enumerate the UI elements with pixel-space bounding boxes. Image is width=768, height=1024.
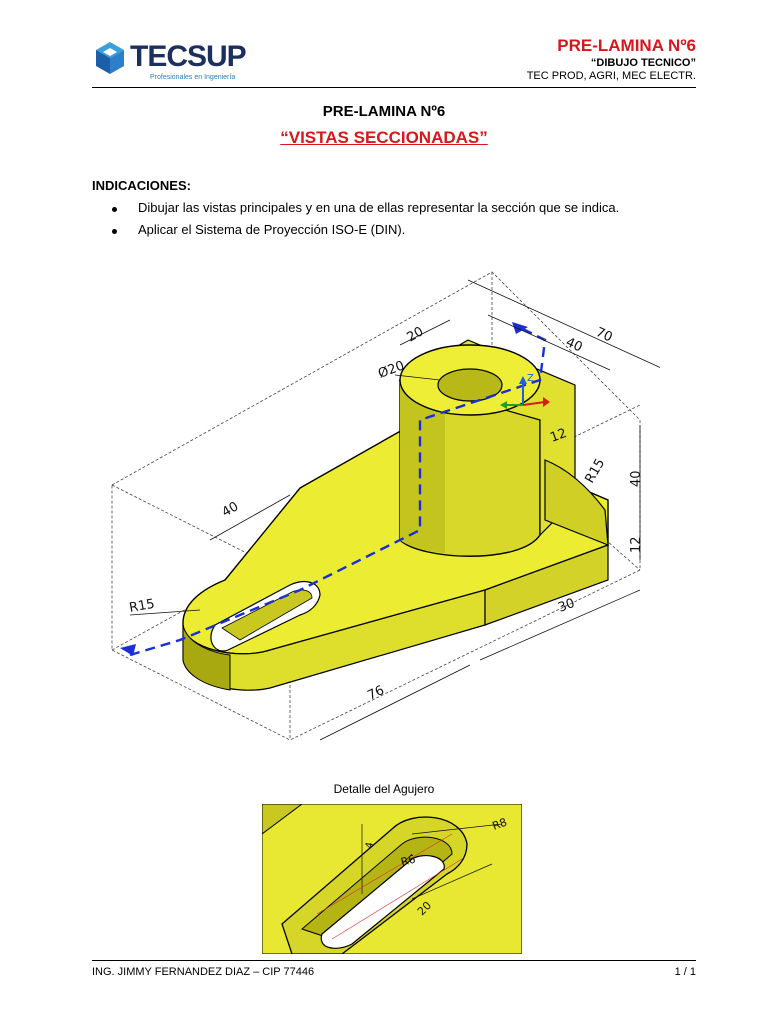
- dimension-label: 40: [629, 470, 644, 487]
- footer-rule: [92, 960, 696, 961]
- dimension-label: 70: [593, 325, 614, 345]
- section-arrow-icon: [120, 644, 136, 656]
- header-rule: [92, 87, 696, 88]
- axis-label: Z: [527, 373, 534, 384]
- logo-text: TECSUP: [130, 40, 247, 73]
- instructions-heading: INDICACIONES:: [92, 178, 191, 193]
- base-rounded-end: [182, 624, 231, 691]
- dimension-label: R15: [582, 456, 608, 486]
- footer-author: ING. JIMMY FERNANDEZ DIAZ – CIP 77446: [92, 966, 315, 978]
- tecsup-logo: TECSUP Profesionales en Ingeniería: [92, 36, 247, 88]
- detail-dimension: R6: [399, 853, 417, 869]
- header-subtitle: “DIBUJO TECNICO”: [590, 57, 696, 69]
- logo-cube-icon: [96, 42, 124, 74]
- axis-gizmo-icon: [500, 376, 550, 409]
- rib: [544, 459, 609, 546]
- slot-inner-face: [221, 589, 313, 641]
- dimension-label: 12: [629, 536, 644, 553]
- dimension-label: 20: [405, 324, 427, 345]
- logo-tagline: Profesionales en Ingeniería: [150, 74, 236, 81]
- dimension-label: 40: [563, 335, 584, 355]
- slot-through: [320, 855, 445, 949]
- cylinder-shade: [400, 380, 445, 553]
- header-programs: TEC PROD, AGRI, MEC ELECTR.: [526, 70, 696, 82]
- header-info: PRE-LAMINA Nº6 “DIBUJO TECNICO” TEC PROD…: [527, 36, 696, 82]
- section-arrow-icon: [512, 322, 528, 334]
- instruction-text: Dibujar las vistas principales y en una …: [138, 200, 620, 215]
- dimension-label: 40: [220, 499, 242, 520]
- isometric-drawing: 70 40 20 Ø20 Z 12 R15 40 12 40 R15 30 76: [111, 271, 660, 741]
- detail-caption: Detalle del Agujero: [333, 782, 435, 796]
- hole-detail-drawing: R8 R6 4 20: [262, 804, 522, 954]
- detail-dimension: 4: [364, 841, 376, 849]
- dimension-label: 76: [365, 683, 386, 704]
- page-number: 1 / 1: [674, 966, 696, 978]
- cylinder-bore: [437, 368, 503, 402]
- bullet-icon: [112, 207, 117, 212]
- section-title: “VISTAS SECCIONADAS”: [280, 128, 488, 147]
- section-line: [129, 323, 547, 657]
- dimension-label: 12: [548, 426, 569, 446]
- detail-dimension: R8: [491, 816, 509, 833]
- header-title: PRE-LAMINA Nº6: [557, 36, 696, 55]
- dimension-label: 30: [556, 596, 577, 616]
- dimension-label: R15: [128, 597, 156, 616]
- bullet-icon: [112, 229, 117, 234]
- instruction-text: Aplicar el Sistema de Proyección ISO-E (…: [138, 222, 406, 237]
- dimension-lines: [129, 279, 660, 741]
- document-title: PRE-LAMINA Nº6: [322, 103, 446, 120]
- base-side-face: [484, 544, 609, 626]
